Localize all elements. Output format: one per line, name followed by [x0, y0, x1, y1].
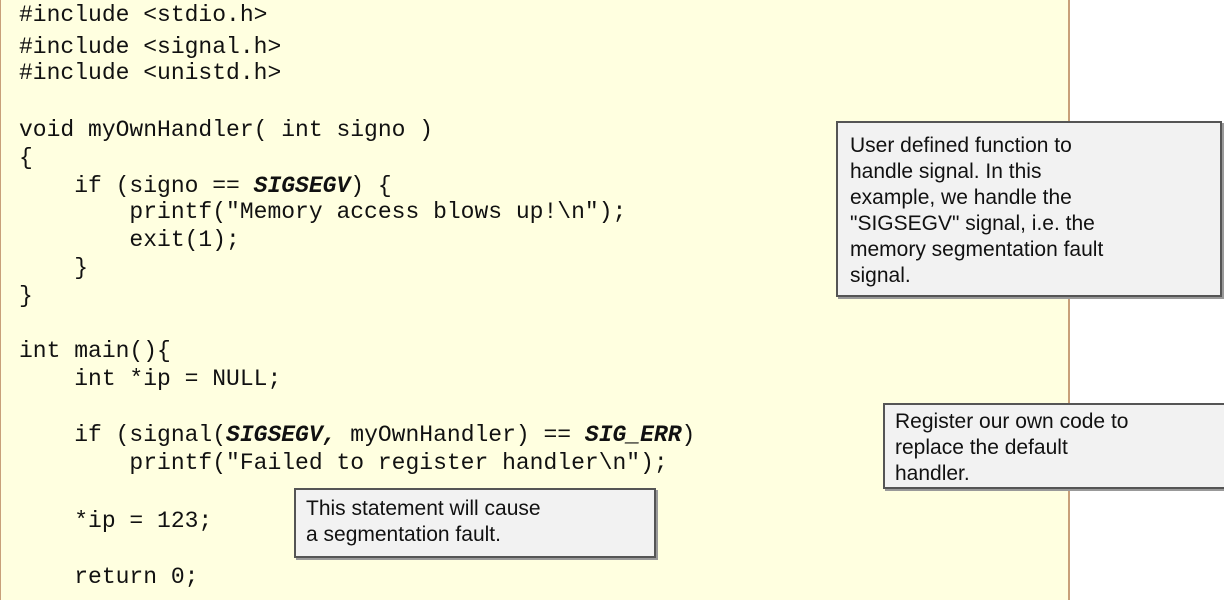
- callout-text: example, we handle the: [850, 186, 1072, 209]
- code-line: #include <signal.h>: [19, 34, 282, 60]
- code-line: return 0;: [19, 564, 199, 590]
- code-line: void myOwnHandler( int signo ): [19, 117, 434, 143]
- code-line: {: [19, 145, 33, 171]
- segfault-callout: This statement will cause a segmentation…: [294, 488, 656, 558]
- code-line: if (signo == SIGSEGV) {: [19, 173, 392, 199]
- callout-text: User defined function to: [850, 134, 1072, 157]
- callout-text: a segmentation fault.: [306, 523, 501, 546]
- code-line: #include <unistd.h>: [19, 60, 282, 86]
- code-line: exit(1);: [19, 227, 240, 253]
- callout-text: This statement will cause: [306, 497, 541, 520]
- code-fragment: if (signo ==: [19, 173, 254, 199]
- handler-callout: User defined function to handle signal. …: [836, 121, 1222, 297]
- code-line: *ip = 123;: [19, 508, 213, 534]
- code-fragment: myOwnHandler) ==: [336, 422, 585, 448]
- code-keyword: SIGSEGV: [253, 173, 351, 199]
- code-line: int main(){: [19, 338, 171, 364]
- code-fragment: ): [681, 422, 696, 448]
- callout-text: replace the default: [895, 436, 1068, 459]
- callout-text: handle signal. In this: [850, 160, 1042, 183]
- code-line: printf("Failed to register handler\n");: [19, 450, 668, 476]
- code-line: int *ip = NULL;: [19, 366, 282, 392]
- code-line: printf("Memory access blows up!\n");: [19, 199, 627, 225]
- code-line: #include <stdio.h>: [19, 2, 268, 28]
- code-fragment: ) {: [350, 173, 392, 199]
- callout-text: "SIGSEGV" signal, i.e. the: [850, 212, 1095, 235]
- code-keyword: SIGSEGV,: [226, 422, 337, 448]
- code-fragment: if (signal(: [19, 422, 227, 448]
- callout-text: handler.: [895, 462, 970, 485]
- code-line: }: [19, 255, 89, 281]
- callout-text: memory segmentation fault: [850, 238, 1104, 261]
- code-keyword: SIG_ERR: [584, 422, 682, 448]
- code-line: }: [19, 283, 33, 309]
- register-callout: Register our own code to replace the def…: [883, 403, 1224, 489]
- callout-text: signal.: [850, 264, 911, 287]
- code-line: if (signal(SIGSEGV, myOwnHandler) == SIG…: [19, 422, 695, 448]
- callout-text: Register our own code to: [895, 410, 1129, 433]
